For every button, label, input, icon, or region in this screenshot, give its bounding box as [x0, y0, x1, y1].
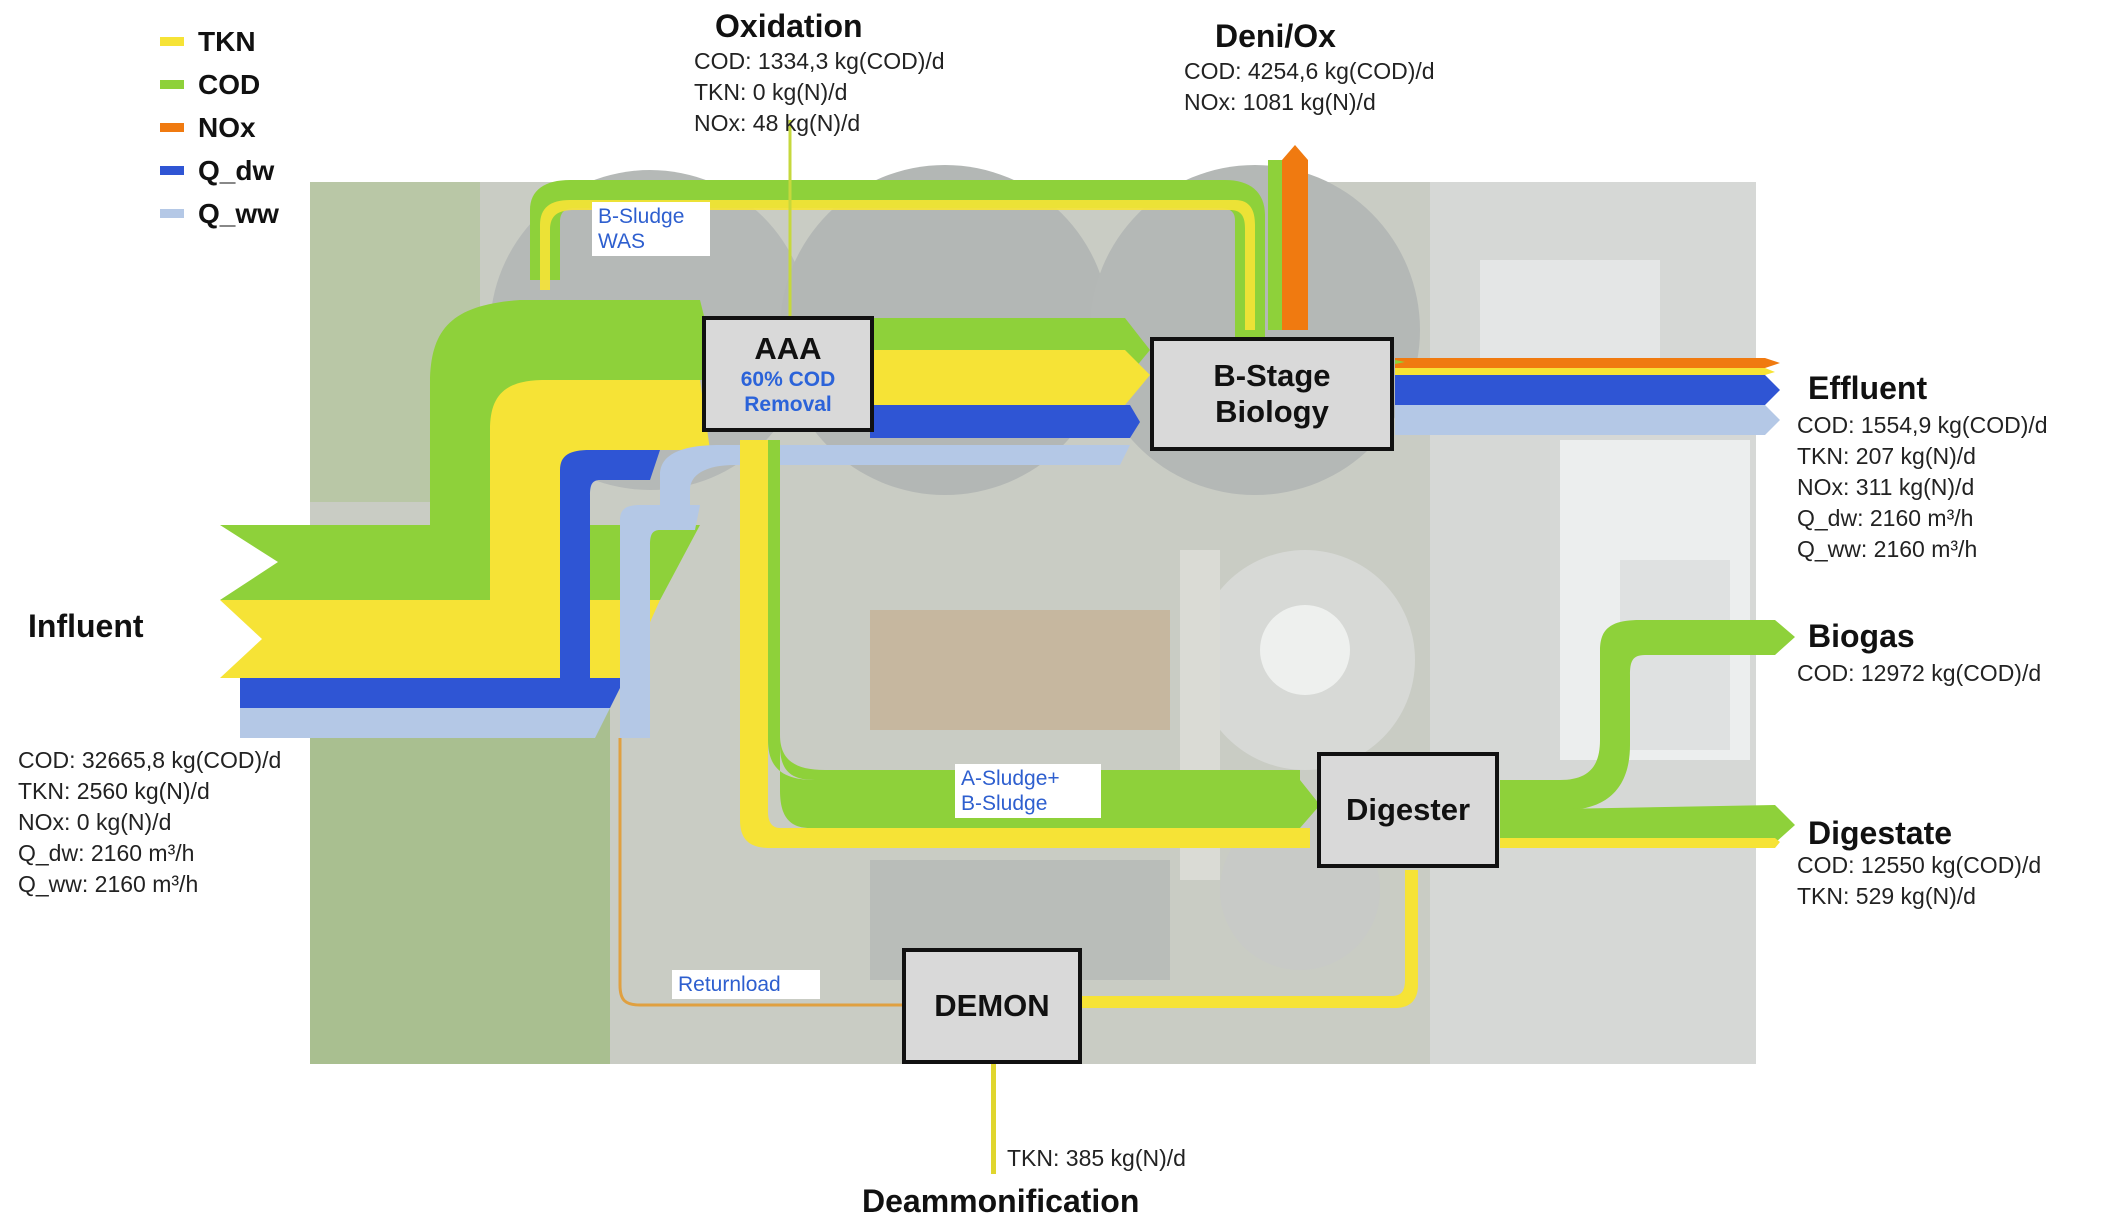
- legend-item-tkn: TKN: [160, 20, 279, 63]
- legend-swatch-nox: [160, 123, 184, 132]
- legend-label: Q_dw: [198, 154, 275, 186]
- legend-item-qww: Q_ww: [160, 192, 279, 235]
- flow-bands: [220, 120, 1795, 1174]
- b-stage-title-line2: Biology: [1215, 394, 1329, 429]
- b-sludge-was-tag: B-Sludge WAS: [592, 202, 710, 256]
- returnload-label: Returnload: [678, 973, 781, 996]
- oxidation-tkn: TKN: 0 kg(N)/d: [694, 79, 848, 105]
- a-sludge-b-sludge-line2: B-Sludge: [961, 792, 1048, 815]
- legend: TKN COD NOx Q_dw Q_ww: [160, 20, 279, 235]
- a-sludge-b-sludge-tag: A-Sludge+ B-Sludge: [955, 764, 1101, 818]
- deni-ox-cod: COD: 4254,6 kg(COD)/d: [1184, 58, 1435, 84]
- biogas-title: Biogas: [1808, 618, 1915, 654]
- digestate-tkn: TKN: 529 kg(N)/d: [1797, 883, 1976, 909]
- aaa-sub-line1: 60% COD: [740, 368, 836, 391]
- a-sludge-b-sludge-line1: A-Sludge+: [961, 767, 1060, 790]
- legend-item-cod: COD: [160, 63, 279, 106]
- deni-ox-stats: COD: 4254,6 kg(COD)/d NOx: 1081 kg(N)/d: [1184, 56, 1435, 118]
- oxidation-cod: COD: 1334,3 kg(COD)/d: [694, 48, 945, 74]
- influent-title: Influent: [28, 608, 144, 644]
- legend-swatch-cod: [160, 80, 184, 89]
- digestate-cod: COD: 12550 kg(COD)/d: [1797, 852, 2042, 878]
- demon-title: DEMON: [934, 988, 1050, 1023]
- effluent-qww: Q_ww: 2160 m³/h: [1797, 536, 1978, 562]
- influent-stats: COD: 32665,8 kg(COD)/d TKN: 2560 kg(N)/d…: [18, 745, 281, 900]
- digestate-title: Digestate: [1808, 815, 1953, 851]
- deni-ox-nox: NOx: 1081 kg(N)/d: [1184, 89, 1376, 115]
- oxidation-title: Oxidation: [715, 8, 863, 44]
- legend-item-nox: NOx: [160, 106, 279, 149]
- legend-label: NOx: [198, 111, 256, 143]
- legend-item-qdw: Q_dw: [160, 149, 279, 192]
- legend-swatch-qww: [160, 209, 184, 218]
- aaa-sub-line2: Removal: [744, 393, 832, 416]
- biogas-cod: COD: 12972 kg(COD)/d: [1797, 660, 2042, 686]
- effluent-cod: COD: 1554,9 kg(COD)/d: [1797, 412, 2048, 438]
- effluent-qdw: Q_dw: 2160 m³/h: [1797, 505, 1974, 531]
- b-sludge-was-line1: B-Sludge: [598, 205, 685, 228]
- influent-tkn: TKN: 2560 kg(N)/d: [18, 778, 210, 804]
- legend-label: TKN: [198, 25, 256, 57]
- influent-qdw: Q_dw: 2160 m³/h: [18, 840, 195, 866]
- deammonification-tkn: TKN: 385 kg(N)/d: [1007, 1145, 1186, 1171]
- b-sludge-was-line2: WAS: [598, 230, 646, 253]
- biogas-stats: COD: 12972 kg(COD)/d: [1797, 658, 2041, 689]
- legend-label: COD: [198, 68, 261, 100]
- oxidation-stats: COD: 1334,3 kg(COD)/d TKN: 0 kg(N)/d NOx…: [694, 46, 945, 139]
- digester-title: Digester: [1345, 792, 1471, 827]
- deammonification-stats: TKN: 385 kg(N)/d: [1007, 1143, 1186, 1174]
- influent-tkn-band: [220, 600, 660, 678]
- nox-arrow: [1282, 145, 1308, 330]
- aaa-title: AAA: [754, 331, 822, 366]
- b-stage-box: B-Stage Biology: [1150, 337, 1394, 451]
- effluent-stats: COD: 1554,9 kg(COD)/d TKN: 207 kg(N)/d N…: [1797, 410, 2048, 565]
- influent-qww: Q_ww: 2160 m³/h: [18, 871, 199, 897]
- legend-swatch-qdw: [160, 166, 184, 175]
- digester-box: Digester: [1317, 752, 1499, 868]
- deammonification-title: Deammonification: [862, 1183, 1140, 1219]
- effluent-tkn: TKN: 207 kg(N)/d: [1797, 443, 1976, 469]
- influent-qdw-band: [240, 678, 625, 708]
- legend-swatch-tkn: [160, 37, 184, 46]
- returnload-tag: Returnload: [672, 970, 820, 999]
- oxidation-nox: NOx: 48 kg(N)/d: [694, 110, 861, 136]
- aaa-box: AAA 60% COD Removal: [702, 316, 874, 432]
- effluent-title: Effluent: [1808, 370, 1928, 406]
- effluent-nox: NOx: 311 kg(N)/d: [1797, 474, 1975, 500]
- demon-box: DEMON: [902, 948, 1082, 1064]
- digestate-stats: COD: 12550 kg(COD)/d TKN: 529 kg(N)/d: [1797, 850, 2041, 912]
- deni-ox-title: Deni/Ox: [1215, 18, 1336, 54]
- influent-cod: COD: 32665,8 kg(COD)/d: [18, 747, 282, 773]
- legend-label: Q_ww: [198, 197, 279, 229]
- b-stage-title-line1: B-Stage: [1213, 358, 1331, 393]
- influent-nox: NOx: 0 kg(N)/d: [18, 809, 172, 835]
- influent-qww-band: [240, 708, 610, 738]
